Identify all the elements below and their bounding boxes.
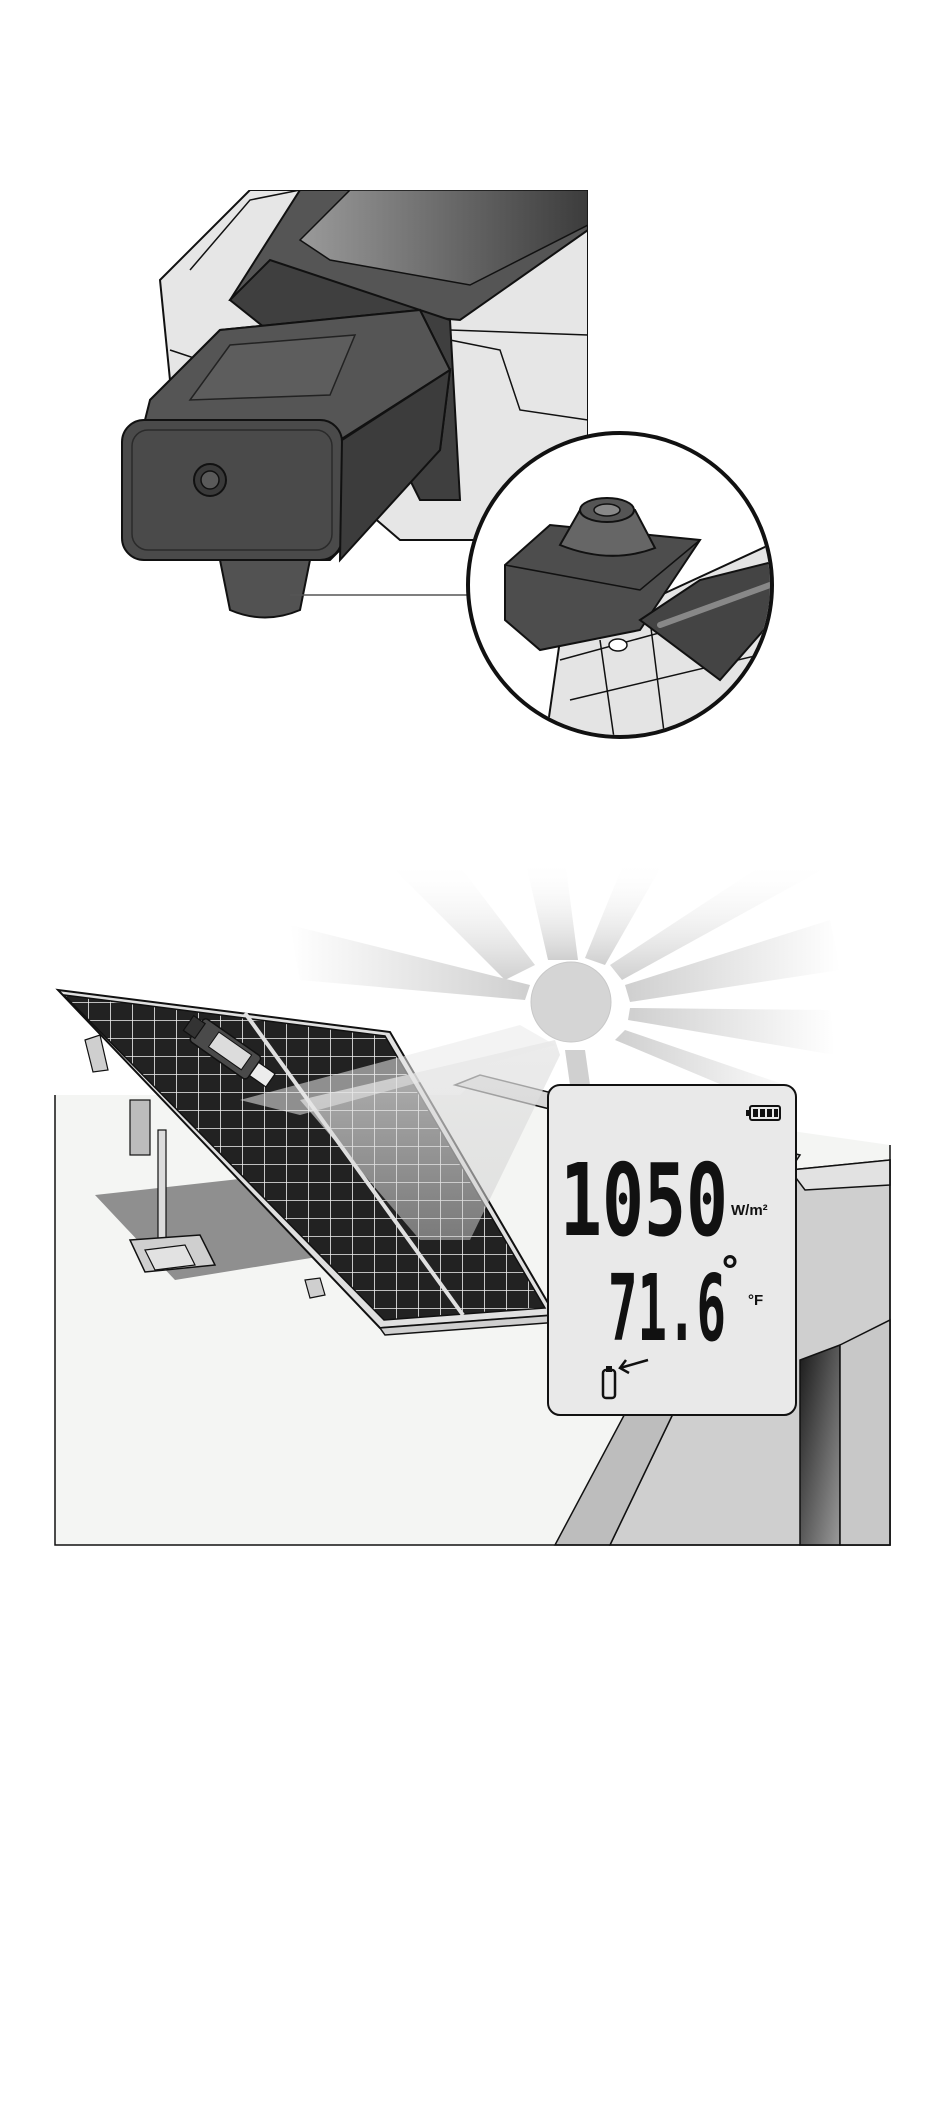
sun-icon: [531, 962, 611, 1042]
irradiance-value: 1050: [560, 1142, 728, 1259]
solar-scene-illustration: 1050 W/m² 71.6 ° °F: [0, 840, 950, 1560]
degree-symbol: °: [718, 1249, 742, 1295]
inset-detail: [468, 433, 800, 780]
temperature-value: 71.6: [608, 1255, 726, 1362]
doorway: [800, 1345, 840, 1545]
sensor-head-figure: [0, 0, 950, 780]
solar-measurement-scene: 1050 W/m² 71.6 ° °F: [0, 840, 950, 1560]
lcd-display: 1050 W/m² 71.6 ° °F: [548, 1085, 796, 1415]
temperature-unit: °F: [748, 1292, 763, 1309]
sensor-cone: [220, 560, 310, 618]
irradiance-unit: W/m²: [731, 1202, 768, 1219]
sensor-head-illustration: [0, 0, 950, 780]
